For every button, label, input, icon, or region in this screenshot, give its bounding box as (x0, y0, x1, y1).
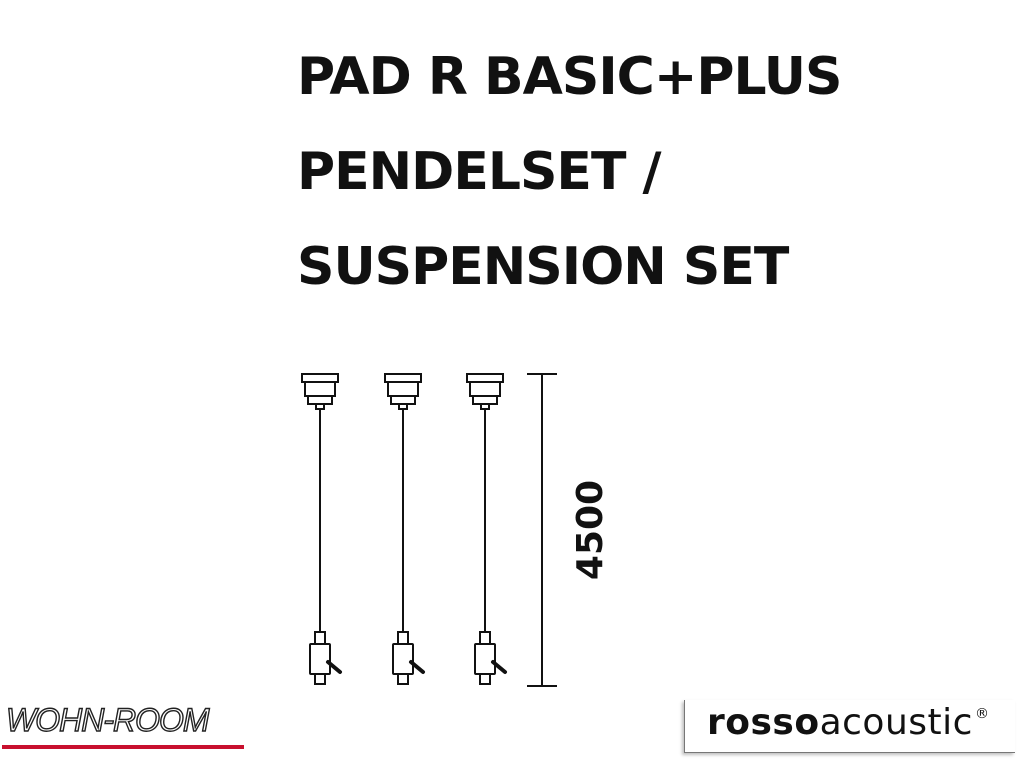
pendant-2 (383, 372, 425, 686)
pendant-1 (300, 372, 342, 686)
dimension-line (527, 373, 557, 687)
logo-name-regular: acoustic (819, 702, 973, 743)
rosso-acoustic-logo: rossoacoustic® (707, 702, 989, 743)
title-line-1: PAD R BASIC+PLUS (297, 47, 842, 107)
registered-mark: ® (974, 706, 990, 722)
title-line-3: SUSPENSION SET (297, 237, 789, 297)
wohn-room-watermark: WOHN-ROOM (5, 701, 210, 738)
page-title: PAD R BASIC+PLUS PENDELSET / SUSPENSION … (297, 30, 842, 315)
dimension-label: 4500 (570, 480, 611, 580)
logo-name-bold: rosso (707, 702, 820, 743)
rosso-acoustic-logo-box: rossoacoustic® (684, 700, 1015, 753)
wohn-room-underline (2, 745, 244, 749)
pendant-3 (465, 372, 507, 686)
title-line-2: PENDELSET / (297, 142, 662, 202)
